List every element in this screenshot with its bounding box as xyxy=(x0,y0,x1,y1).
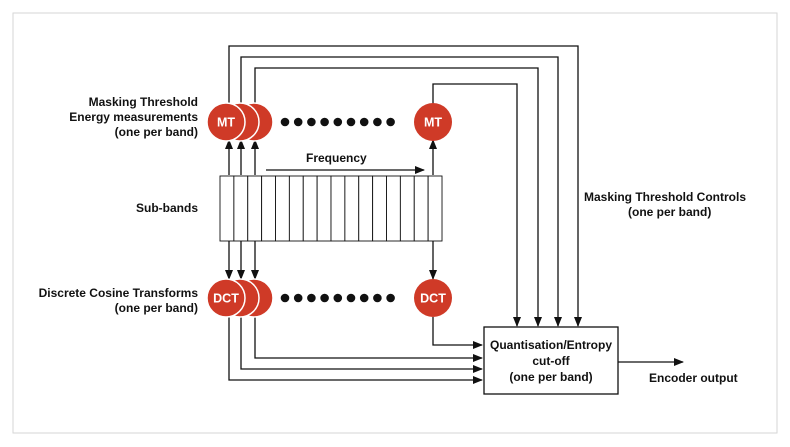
ellipsis-dot xyxy=(346,293,356,303)
frequency-label: Frequency xyxy=(306,151,367,165)
subbands-block xyxy=(219,175,443,242)
subband-cell xyxy=(316,175,332,242)
subband-cell xyxy=(358,175,374,242)
ellipsis-dot xyxy=(359,117,369,127)
diagram-frame xyxy=(12,12,778,434)
subband-cell xyxy=(330,175,346,242)
subband-cell xyxy=(386,175,401,242)
ellipsis-dot xyxy=(333,293,343,303)
mt-group-label-line-1: Masking Threshold xyxy=(89,95,198,109)
dct-node-stack: DCT xyxy=(206,278,274,318)
dct-node-last: DCT xyxy=(414,279,452,317)
subband-to-dct-arrows xyxy=(225,241,437,280)
mt-node-stack: MT xyxy=(206,102,274,142)
subband-cell xyxy=(427,175,443,242)
ellipsis-dot xyxy=(307,293,316,303)
subband-cell xyxy=(344,175,360,242)
quantiser-label-line-1: Quantisation/Entropy xyxy=(490,338,612,352)
subband-cell xyxy=(413,175,429,242)
dct-node-1 xyxy=(206,278,246,318)
subband-cell xyxy=(302,175,318,242)
mt-group-label-line-2: Energy measurements xyxy=(69,110,198,124)
subband-cell xyxy=(275,175,290,242)
subband-cell xyxy=(219,175,235,242)
subband-cell xyxy=(247,175,263,242)
mt-node-last: MT xyxy=(414,103,452,141)
ellipsis-dot xyxy=(386,117,395,127)
quantiser-label-line-3: (one per band) xyxy=(509,370,592,384)
ellipsis-dot xyxy=(293,293,303,303)
ellipsis-dot xyxy=(280,117,290,127)
encoder-output-label: Encoder output xyxy=(649,371,738,385)
mt-node-n-label: MT xyxy=(424,116,442,130)
ellipsis-dot xyxy=(373,293,382,303)
subbands-label: Sub-bands xyxy=(136,201,198,215)
ellipsis-dot xyxy=(346,117,356,127)
subband-cell xyxy=(399,175,415,242)
ellipsis-dot xyxy=(320,117,329,127)
quantiser-box xyxy=(483,326,619,395)
ellipsis-dot xyxy=(280,293,290,303)
dct-ellipsis-dots xyxy=(280,293,395,303)
subband-cell xyxy=(233,175,249,242)
mt-group-label-line-3: (one per band) xyxy=(115,125,198,139)
subband-cell xyxy=(261,175,276,242)
dct-node-n-label: DCT xyxy=(420,292,446,306)
dct-group-label-line-1: Discrete Cosine Transforms xyxy=(39,286,199,300)
mt-node-n xyxy=(414,103,452,141)
subband-cell xyxy=(288,175,304,242)
dct-node-n xyxy=(414,279,452,317)
dct-group-label-line-2: (one per band) xyxy=(115,301,198,315)
quantiser-label-line-2: cut-off xyxy=(532,354,570,368)
dct-node-1-label: DCT xyxy=(213,292,239,306)
mt-node-1 xyxy=(206,102,246,142)
ellipsis-dot xyxy=(333,117,343,127)
mt-ellipsis-dots xyxy=(280,117,395,127)
dct-output-lines xyxy=(228,317,483,384)
ellipsis-dot xyxy=(386,293,395,303)
ellipsis-dot xyxy=(320,293,329,303)
controls-label-line-1: Masking Threshold Controls xyxy=(584,190,746,204)
mt-node-1-label: MT xyxy=(217,116,235,130)
ellipsis-dot xyxy=(359,293,369,303)
ellipsis-dot xyxy=(307,117,316,127)
subband-cell xyxy=(372,175,387,242)
subband-to-mt-arrows xyxy=(225,139,437,175)
ellipsis-dot xyxy=(293,117,303,127)
ellipsis-dot xyxy=(373,117,382,127)
controls-label-line-2: (one per band) xyxy=(628,205,711,219)
